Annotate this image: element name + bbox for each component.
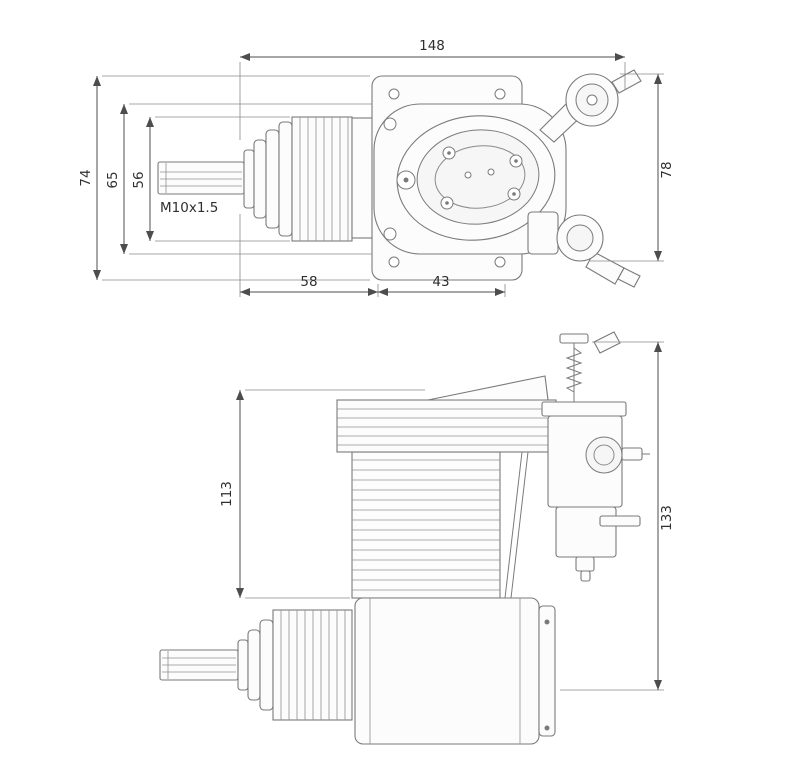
drive-hub-ribbed xyxy=(291,116,353,242)
pump-nub xyxy=(575,556,595,572)
dim-label-side-left: 113 xyxy=(219,481,235,507)
dim-label-bottom-right: 43 xyxy=(432,274,449,290)
backplate-bolt xyxy=(544,619,550,625)
crankcase-detail-lines xyxy=(369,598,521,744)
head-screw-dot xyxy=(514,159,518,163)
head-fins xyxy=(337,408,556,446)
carb-top-plate xyxy=(541,401,627,417)
washer-ring-side xyxy=(259,619,274,711)
needle-spring xyxy=(565,347,583,393)
side-view-dimensions: 113 133 xyxy=(219,341,675,691)
head-screw-dot xyxy=(447,151,451,155)
head-vent xyxy=(464,171,472,179)
extension-line xyxy=(155,116,290,242)
drive-washer-ring xyxy=(253,139,267,219)
dim-label-left-mid: 65 xyxy=(105,171,121,188)
prop-shaft-side-thread-lines xyxy=(162,657,236,673)
pump-cover xyxy=(585,436,623,474)
head-cover-inner xyxy=(434,145,526,209)
exhaust-port-inner xyxy=(566,224,594,252)
prop-shaft xyxy=(157,161,245,195)
dim-label-overall-length: 148 xyxy=(419,38,445,54)
dim-label-right-height: 78 xyxy=(659,161,675,178)
drive-washer-ring xyxy=(243,149,255,209)
top-view-dimensions: 148 74 65 56 M10x1.5 58 43 78 xyxy=(78,38,675,297)
head-vent xyxy=(487,168,495,176)
dim-label-left-outer: 74 xyxy=(78,169,94,186)
top-view: 148 74 65 56 M10x1.5 58 43 78 xyxy=(78,38,675,297)
flange-bolt-hole xyxy=(388,256,400,268)
side-view-geometry xyxy=(159,331,650,745)
washer-ring-side xyxy=(237,639,249,691)
crankcase-side xyxy=(354,597,540,745)
pump-nub-small xyxy=(580,570,591,582)
extension-line xyxy=(245,389,425,599)
side-view: 113 133 xyxy=(159,331,675,745)
thread-label: M10x1.5 xyxy=(160,200,218,216)
drive-hub-ribs-side xyxy=(280,610,346,720)
dim-label-bottom-left: 58 xyxy=(300,274,317,290)
extension-line xyxy=(102,75,370,281)
drive-washer-ring xyxy=(278,121,293,237)
fuel-nipple xyxy=(621,447,643,461)
pump-lower xyxy=(555,506,617,558)
head-screw-dot xyxy=(512,192,516,196)
backplate-bolt xyxy=(544,725,550,731)
dim-label-left-inner: 56 xyxy=(131,171,147,188)
head-screw-dot xyxy=(445,201,449,205)
prop-shaft-thread-lines xyxy=(160,171,242,187)
case-bolt xyxy=(383,227,397,241)
needle-knob xyxy=(559,333,589,344)
dim-label-side-right: 133 xyxy=(659,505,675,531)
washer-ring-side xyxy=(247,629,261,701)
carburetor-bell-inner xyxy=(586,94,598,106)
head-fins-block xyxy=(336,399,557,453)
case-bolt xyxy=(383,117,397,131)
glow-plug-dot xyxy=(403,177,409,183)
linkage-rod xyxy=(599,515,641,527)
drive-hub-ribbed-side xyxy=(272,609,353,721)
exhaust-stub xyxy=(585,251,625,285)
needle-arm xyxy=(593,331,621,354)
exhaust-tip xyxy=(617,267,641,288)
extension-line xyxy=(560,341,664,691)
extension-line xyxy=(239,62,626,140)
cylinder-fins xyxy=(352,459,500,591)
valve-cover-wedge xyxy=(427,375,549,401)
top-view-geometry xyxy=(157,69,642,288)
drive-washer-ring xyxy=(265,129,280,229)
flange-bolt-hole xyxy=(388,88,400,100)
backplate xyxy=(538,605,556,737)
exhaust-flange xyxy=(527,211,559,255)
crankcase-nose xyxy=(351,117,375,239)
drive-hub-ribs xyxy=(299,117,349,241)
cylinder-fins-block xyxy=(351,451,501,599)
pushrod-tube xyxy=(504,451,529,599)
flange-bolt-hole xyxy=(494,88,506,100)
extension-line xyxy=(129,103,372,255)
flange-bolt-hole xyxy=(494,256,506,268)
pump-cover-inner xyxy=(593,444,615,466)
